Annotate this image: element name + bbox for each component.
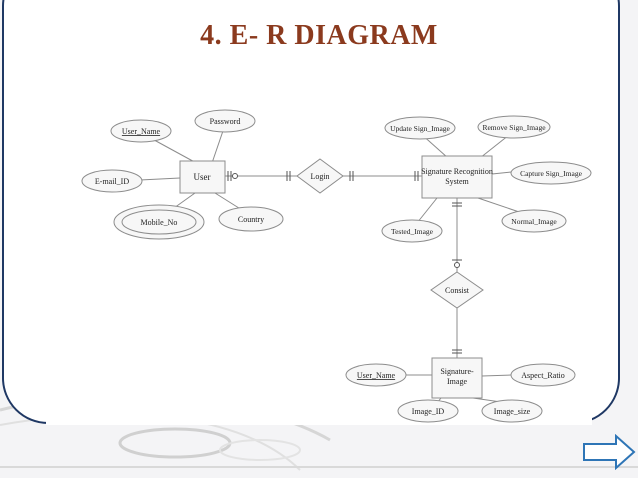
attribute-aspect-ratio-label: Aspect_Ratio: [521, 371, 565, 380]
attribute-user-name: [110, 119, 172, 143]
next-slide-button[interactable]: [582, 434, 636, 470]
attribute-aspect-ratio: [510, 363, 576, 387]
attribute-image-size: [481, 399, 543, 423]
entity-signature-image-label-line1: Signature-: [440, 367, 474, 376]
attribute-remove-sign-image: [477, 115, 551, 139]
attribute-image-id-label: Image_ID: [412, 407, 445, 416]
attribute-tested-image: [381, 219, 443, 243]
entity-srs-label-line2: System: [445, 177, 469, 186]
attribute-user-name-label: User_Name: [122, 127, 161, 136]
er-diagram: User User_Name Password E-mail_ID Mobile…: [46, 95, 592, 425]
attribute-update-sign-image: [384, 116, 456, 140]
attribute-image-size-label: Image_size: [494, 407, 531, 416]
attribute-mobile-no-label: Mobile_No: [141, 218, 178, 227]
attribute-password-label: Password: [210, 117, 241, 126]
right-arrow-icon: [583, 434, 636, 470]
attribute-remove-sign-image-label: Remove Sign_Image: [482, 123, 546, 132]
entity-signature-image-label-line2: Image: [447, 377, 467, 386]
entity-signature-image: [431, 357, 483, 399]
relationship-consist-label: Consist: [445, 286, 470, 295]
entity-srs-label-line1: Signature Recognition: [421, 167, 493, 176]
attribute-user-name-2: [345, 363, 407, 387]
attribute-capture-sign-image: [510, 161, 592, 185]
attribute-user-name-2-label: User_Name: [357, 371, 396, 380]
attribute-country-label: Country: [238, 215, 264, 224]
attribute-email-id-label: E-mail_ID: [95, 177, 129, 186]
entity-user-label: User: [194, 172, 211, 182]
attribute-normal-image: [501, 209, 567, 233]
attribute-image-id: [397, 399, 459, 423]
attribute-capture-sign-image-label: Capture Sign_Image: [520, 169, 583, 178]
relationship-login: [296, 158, 344, 194]
attribute-normal-image-label: Normal_Image: [511, 217, 557, 226]
attribute-update-sign-image-label: Update Sign_Image: [390, 124, 450, 133]
er-diagram-canvas: User User_Name Password E-mail_ID Mobile…: [81, 109, 592, 423]
entity-signature-recognition-system: [421, 155, 493, 199]
footer-divider: [0, 466, 638, 468]
attribute-email-id: [81, 169, 143, 193]
attribute-mobile-no: [121, 209, 197, 235]
entity-user: [179, 160, 226, 194]
attribute-password: [194, 109, 256, 133]
attribute-country: [218, 206, 284, 232]
relationship-login-label: Login: [310, 172, 329, 181]
relationship-consist: [430, 271, 484, 309]
attribute-tested-image-label: Tested_Image: [391, 227, 434, 236]
slide-title: 4. E- R DIAGRAM: [200, 20, 438, 51]
